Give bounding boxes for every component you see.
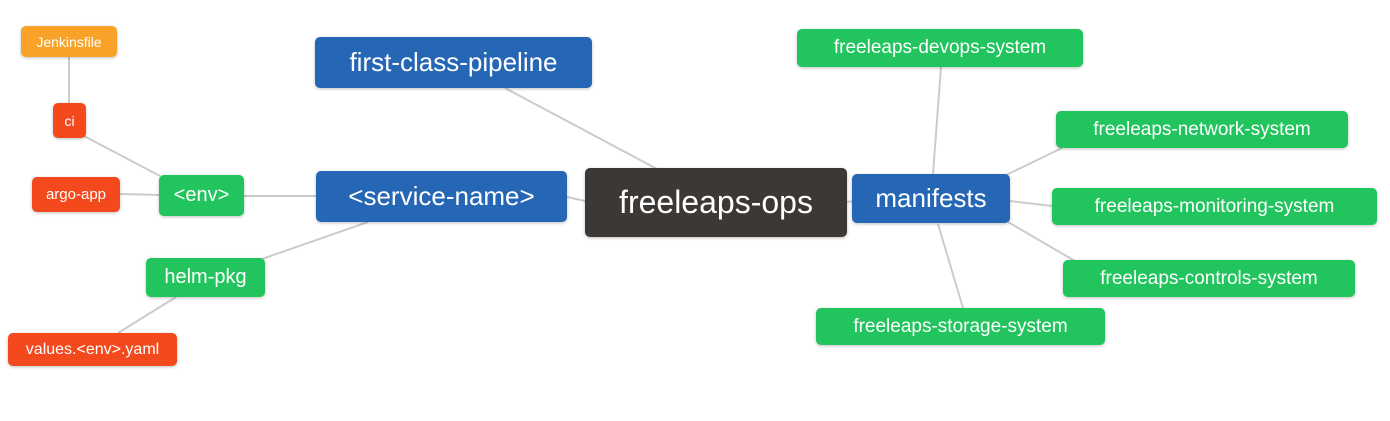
node-freeleaps-controls-system-label: freeleaps-controls-system: [1100, 267, 1318, 289]
node-ci[interactable]: ci: [53, 103, 86, 138]
node-freeleaps-monitoring-system[interactable]: freeleaps-monitoring-system: [1052, 188, 1377, 225]
edge-manifests-storage: [937, 223, 964, 309]
edge-manifests-monitoring: [1009, 200, 1053, 207]
node-helm-pkg[interactable]: helm-pkg: [146, 258, 265, 297]
node-values-env-yaml-label: values.<env>.yaml: [25, 340, 160, 358]
node-freeleaps-ops-root-label: freeleaps-ops: [619, 184, 813, 220]
node-freeleaps-devops-system[interactable]: freeleaps-devops-system: [797, 29, 1083, 67]
node-first-class-pipeline-label: first-class-pipeline: [349, 47, 558, 77]
edge-pipeline-root: [504, 87, 658, 170]
node-manifests[interactable]: manifests: [852, 174, 1010, 223]
edge-servicename-helmpkg: [261, 221, 369, 260]
node-freeleaps-storage-system[interactable]: freeleaps-storage-system: [816, 308, 1105, 345]
edge-servicename-root: [566, 196, 586, 202]
edge-manifests-controls: [1007, 221, 1076, 262]
node-jenkinsfile[interactable]: Jenkinsfile: [21, 26, 117, 57]
node-argo-app-label: argo-app: [45, 186, 107, 203]
node-freeleaps-monitoring-system-label: freeleaps-monitoring-system: [1094, 195, 1335, 217]
node-freeleaps-ops-root[interactable]: freeleaps-ops: [585, 168, 847, 237]
node-freeleaps-network-system[interactable]: freeleaps-network-system: [1056, 111, 1348, 148]
edge-manifests-network: [1003, 147, 1063, 177]
edge-ci-env: [83, 135, 161, 177]
node-freeleaps-storage-system-label: freeleaps-storage-system: [853, 315, 1068, 337]
node-freeleaps-network-system-label: freeleaps-network-system: [1093, 118, 1311, 140]
node-values-env-yaml[interactable]: values.<env>.yaml: [8, 333, 177, 366]
edge-helmpkg-values: [117, 296, 177, 334]
edge-argoapp-env: [119, 193, 160, 196]
node-jenkinsfile-label: Jenkinsfile: [36, 33, 102, 50]
node-freeleaps-devops-system-label: freeleaps-devops-system: [833, 37, 1047, 58]
node-helm-pkg-label: helm-pkg: [164, 266, 247, 288]
node-service-name[interactable]: <service-name>: [316, 171, 567, 222]
node-first-class-pipeline[interactable]: first-class-pipeline: [315, 37, 592, 88]
node-manifests-label: manifests: [875, 183, 987, 213]
node-service-name-label: <service-name>: [348, 181, 535, 211]
node-env[interactable]: <env>: [159, 175, 244, 216]
edge-manifests-devops: [932, 66, 942, 175]
node-env-label: <env>: [173, 184, 230, 206]
node-freeleaps-controls-system[interactable]: freeleaps-controls-system: [1063, 260, 1355, 297]
node-argo-app[interactable]: argo-app: [32, 177, 120, 212]
node-ci-label: ci: [64, 112, 75, 129]
